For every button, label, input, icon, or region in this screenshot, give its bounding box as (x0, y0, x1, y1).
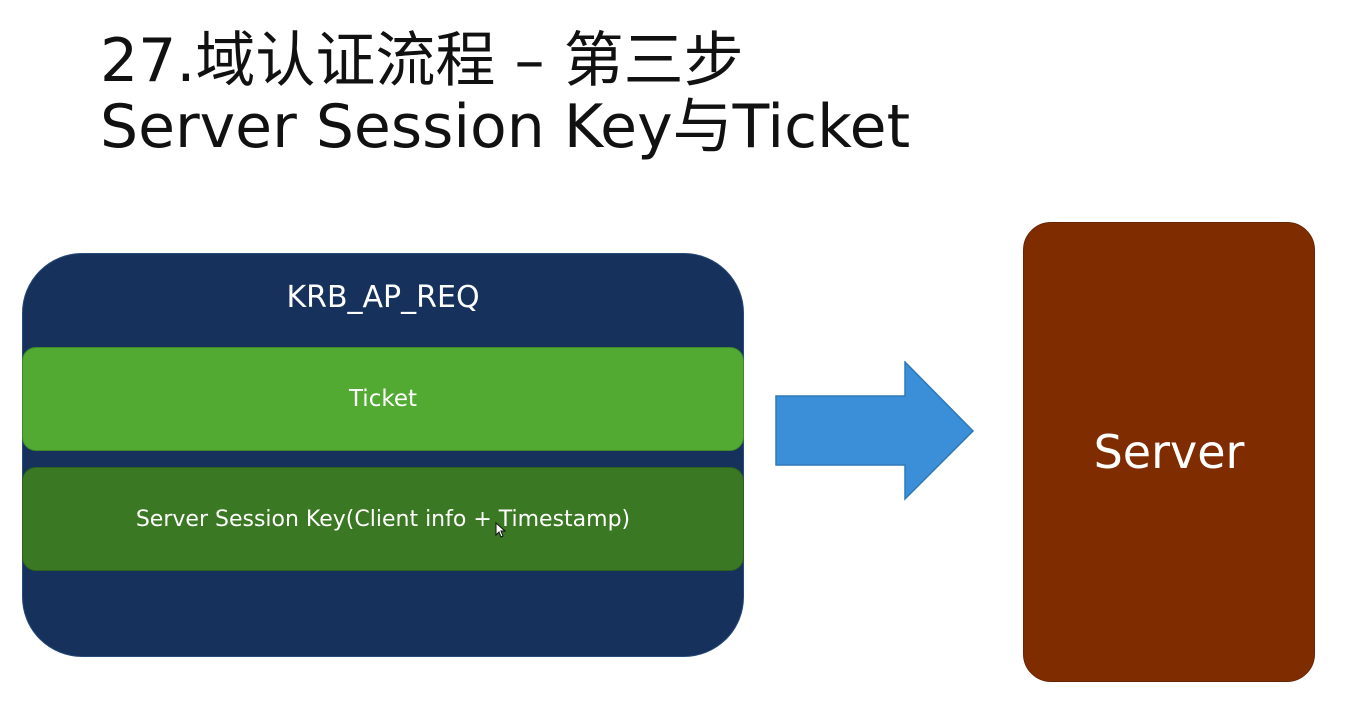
slide-title: 27.域认证流程 – 第三步 Server Session Key与Ticket (100, 28, 1200, 160)
mouse-pointer-icon (495, 522, 507, 538)
right-arrow-shape (775, 361, 975, 501)
server-session-key-label: Server Session Key(Client info + Timesta… (135, 506, 631, 532)
ticket-label: Ticket (348, 386, 418, 412)
slide-title-line-2: Server Session Key与Ticket (100, 92, 911, 162)
slide-title-line-1: 27.域认证流程 – 第三步 (100, 26, 744, 96)
right-arrow-icon (775, 361, 975, 501)
ticket-block: Ticket (22, 347, 744, 451)
server-label: Server (1093, 425, 1245, 479)
krb-ap-req-title: KRB_AP_REQ (286, 280, 480, 315)
server-session-key-block: Server Session Key(Client info + Timesta… (22, 467, 744, 571)
server-box: Server (1023, 222, 1315, 682)
krb-ap-req-box (22, 253, 744, 657)
